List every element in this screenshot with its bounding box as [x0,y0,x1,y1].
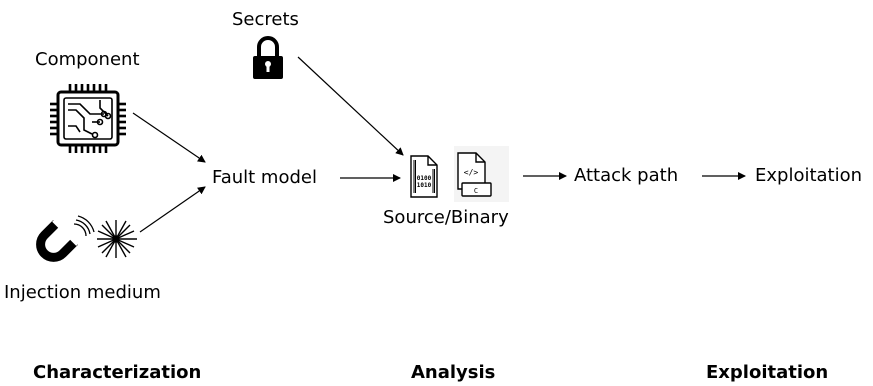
injection-medium-label: Injection medium [4,282,161,303]
secrets-label: Secrets [232,9,299,30]
arrow-medium-to-fault-model [139,186,206,233]
arrow-secrets-to-source [297,56,404,156]
magnet-icon [36,215,95,262]
fault-model-label: Fault model [212,167,317,188]
lock-icon [253,36,283,79]
component-label: Component [35,49,140,70]
svg-text:</>: </> [464,168,479,177]
stage-exploitation: Exploitation [706,362,829,383]
attack-path-label: Attack path [574,165,679,186]
source-code-file-icon: </> C [454,146,509,202]
svg-text:C: C [474,187,478,195]
chip-icon [50,84,126,153]
exploitation-node-label: Exploitation [755,165,863,186]
svg-text:1010: 1010 [417,182,432,189]
stage-characterization: Characterization [33,362,202,383]
stage-analysis: Analysis [411,362,496,383]
binary-file-icon: 0100 1010 [410,155,438,198]
source-binary-label: Source/Binary [383,207,509,228]
svg-text:0100: 0100 [417,175,432,182]
laser-burst-icon [97,220,137,258]
arrow-component-to-fault-model [132,112,206,163]
